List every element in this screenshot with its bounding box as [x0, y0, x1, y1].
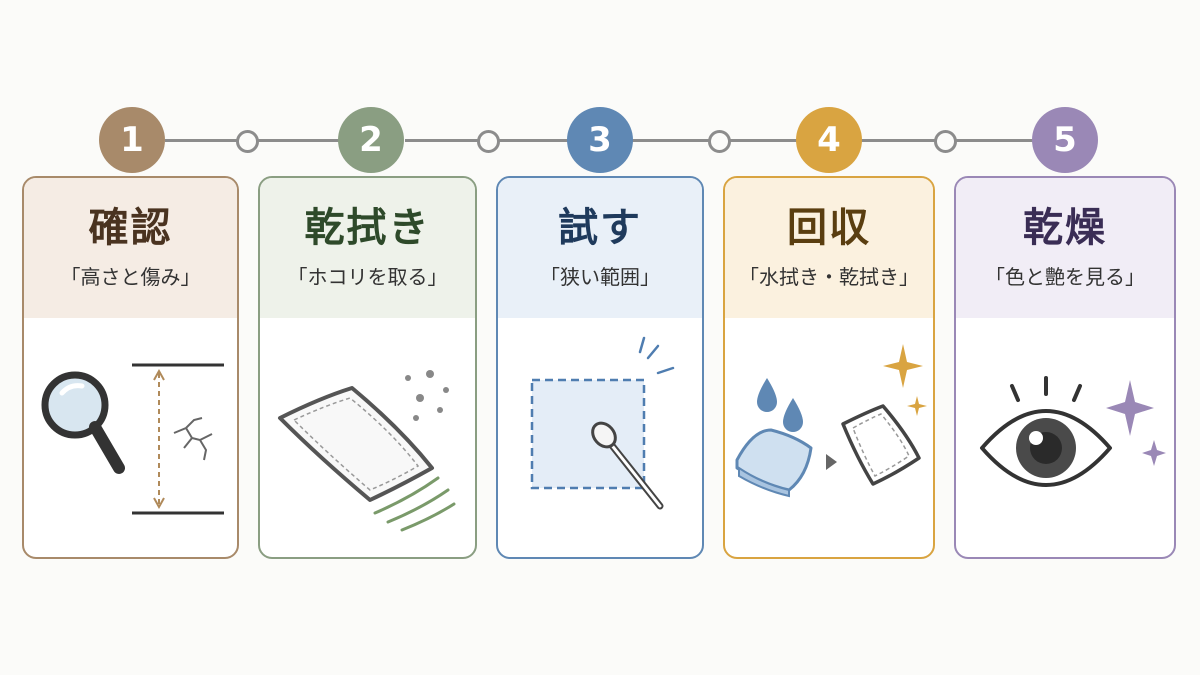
step-5-title: 乾燥: [1023, 205, 1107, 251]
test-area-icon: [530, 378, 646, 490]
step-2-illustration: [260, 318, 475, 557]
dry-cloth-icon: [841, 404, 921, 486]
eye-icon: [980, 376, 1112, 487]
step-5-header: 乾燥 「色と艶を見る」: [956, 178, 1174, 318]
connector-node: [236, 130, 259, 153]
connector-line: [860, 139, 1065, 142]
dust-icon: [405, 370, 449, 421]
step-1-badge: 1: [99, 107, 165, 173]
connector-line: [405, 139, 605, 142]
height-arrow-icon: [132, 363, 224, 515]
water-drop-icon: [757, 378, 803, 432]
connector-line: [165, 139, 375, 142]
step-3-badge: 3: [567, 107, 633, 173]
step-1-card: 確認 「高さと傷み」: [22, 176, 239, 559]
step-4-badge: 4: [796, 107, 862, 173]
step-2-title: 乾拭き: [304, 205, 431, 251]
connector-node: [477, 130, 500, 153]
step-2-card: 乾拭き 「ホコリを取る」: [258, 176, 477, 559]
wet-cloth-icon: [735, 428, 813, 498]
sparkle-icon: [1106, 380, 1166, 466]
step-4-header: 回収 「水拭き・乾拭き」: [725, 178, 933, 318]
connector-node: [708, 130, 731, 153]
step-5-illustration: [956, 318, 1174, 557]
step-1-header: 確認 「高さと傷み」: [24, 178, 237, 318]
arrow-right-icon: [826, 454, 837, 470]
step-1-title: 確認: [88, 205, 173, 251]
step-3-card: 試す 「狭い範囲」: [496, 176, 704, 559]
step-3-illustration: [498, 318, 702, 557]
step-3-title: 試す: [558, 205, 642, 251]
step-3-header: 試す 「狭い範囲」: [498, 178, 702, 318]
connector-line: [630, 139, 835, 142]
step-1-subtitle: 「高さと傷み」: [60, 265, 201, 289]
cotton-swab-icon: [591, 336, 675, 510]
step-3-subtitle: 「狭い範囲」: [540, 265, 660, 289]
wipe-motion-icon: [373, 476, 456, 532]
magnifier-icon: [41, 371, 125, 474]
connector-node: [934, 130, 957, 153]
step-1-illustration: [24, 318, 237, 557]
step-2-header: 乾拭き 「ホコリを取る」: [260, 178, 475, 318]
step-4-title: 回収: [787, 205, 871, 251]
step-4-subtitle: 「水拭き・乾拭き」: [739, 265, 919, 289]
step-5-card: 乾燥 「色と艶を見る」: [954, 176, 1176, 559]
step-2-badge: 2: [338, 107, 404, 173]
sparkle-icon: [883, 344, 927, 416]
step-4-card: 回収 「水拭き・乾拭き」: [723, 176, 935, 559]
step-2-subtitle: 「ホコリを取る」: [287, 265, 448, 289]
step-5-subtitle: 「色と艶を見る」: [985, 265, 1145, 289]
cloth-icon: [278, 386, 434, 502]
crack-icon: [173, 417, 213, 461]
step-4-illustration: [725, 318, 933, 557]
step-5-badge: 5: [1032, 107, 1098, 173]
